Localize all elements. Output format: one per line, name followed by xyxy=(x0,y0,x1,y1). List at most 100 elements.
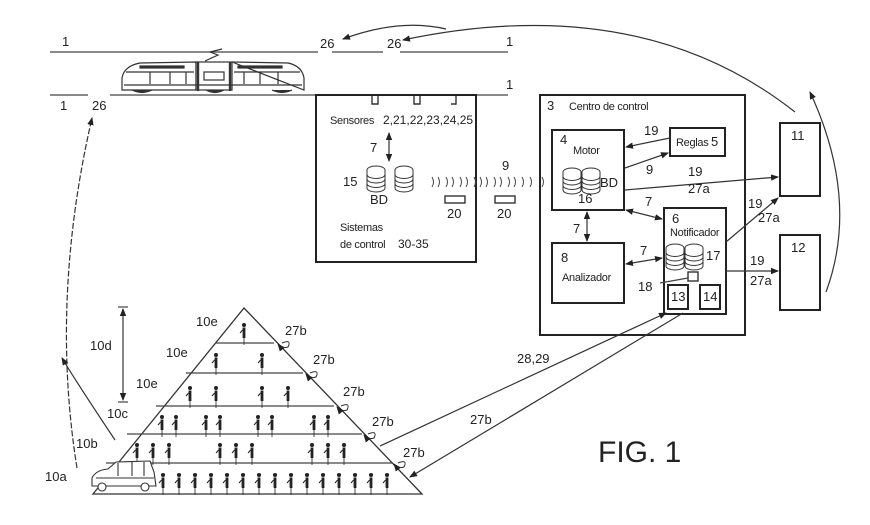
rail-label: 1 xyxy=(60,98,67,113)
notifier-sub-ref: 14 xyxy=(703,289,717,304)
notifier-sub-ref: 13 xyxy=(671,289,685,304)
person-icon xyxy=(283,385,291,409)
level-label: 10e xyxy=(196,314,218,329)
person-icon xyxy=(366,472,374,496)
systems-label-line1: Sistemas xyxy=(340,222,384,234)
rules-label: Reglas xyxy=(676,137,709,149)
train-icon xyxy=(121,48,305,94)
level-label: 10c xyxy=(107,406,128,421)
person-icon xyxy=(158,472,166,496)
person-icon xyxy=(323,442,331,466)
external-ref: 11 xyxy=(791,128,805,143)
sensors-refs: 2,21,22,23,24,25 xyxy=(383,113,473,127)
person-icon xyxy=(239,322,247,346)
figure-title: FIG. 1 xyxy=(598,436,681,469)
link-ref: 27a xyxy=(750,273,772,288)
link-ref: 27a xyxy=(688,181,710,196)
external-system-box xyxy=(779,234,821,311)
motor-ref: 4 xyxy=(560,132,567,147)
person-icon xyxy=(211,385,219,409)
person-icon xyxy=(339,442,347,466)
person-icon xyxy=(211,352,219,376)
track-point-label: 26 xyxy=(320,36,334,51)
level-label: 10e xyxy=(166,345,188,360)
level-label: 10e xyxy=(136,376,158,391)
motor-box xyxy=(551,129,625,211)
person-icon xyxy=(231,442,239,466)
feedback-ref: 27b xyxy=(285,323,307,338)
systems-refs: 30-35 xyxy=(398,237,429,251)
feedback-ref: 27b xyxy=(372,414,394,429)
control-center-ref: 3 xyxy=(547,98,554,113)
link-ref: 19 xyxy=(644,123,658,138)
notifier-sub-box xyxy=(667,284,689,310)
person-icon xyxy=(270,472,278,496)
tag-icon xyxy=(444,195,466,204)
person-icon xyxy=(190,472,198,496)
feedback-ref: 27b xyxy=(403,445,425,460)
notifier-db-ref: 17 xyxy=(706,248,720,263)
link-ref: 19 xyxy=(748,196,762,211)
person-icon xyxy=(350,472,358,496)
control-center-label: Centro de control xyxy=(569,101,648,113)
person-icon xyxy=(206,472,214,496)
feedback-arrow xyxy=(65,117,94,469)
uplink-ref: 28,29 xyxy=(517,351,550,366)
link-ref: 19 xyxy=(688,164,702,179)
database-icon xyxy=(684,243,704,271)
motor-db-label: BD xyxy=(600,175,618,190)
person-icon xyxy=(257,352,265,376)
person-icon xyxy=(254,472,262,496)
person-icon xyxy=(215,442,223,466)
population-pyramid: 10e 10e 10e 10c 10b 10a 10d 27b 27b 27b … xyxy=(45,306,425,496)
control-center-box: 3 Centro de control 4 Motor BD 16 Reglas… xyxy=(539,94,746,336)
feedback-arrow xyxy=(809,91,841,293)
sensors-label: Sensores xyxy=(330,115,375,127)
rail-label: 1 xyxy=(506,34,513,49)
person-icon xyxy=(164,442,172,466)
wireless-signal-icon xyxy=(431,176,544,188)
railway-track: 1 1 1 1 26 26 26 xyxy=(50,34,513,113)
notifier-sub-box xyxy=(699,284,721,310)
person-icon xyxy=(222,472,230,496)
tag-ref: 20 xyxy=(447,206,461,221)
feedback-ref: 27b xyxy=(343,384,365,399)
rail-label: 1 xyxy=(506,77,513,92)
person-icon xyxy=(302,472,310,496)
person-icon xyxy=(382,472,390,496)
track-point-label: 26 xyxy=(92,98,106,113)
downlink-arrow xyxy=(409,312,684,478)
car-icon xyxy=(91,460,157,492)
systems-label-line2: de control xyxy=(340,239,385,251)
database-icon xyxy=(366,165,386,193)
person-icon xyxy=(257,385,265,409)
person-icon xyxy=(185,385,193,409)
notifier-port-ref: 18 xyxy=(638,279,652,294)
motor-label: Motor xyxy=(573,145,600,157)
person-icon xyxy=(238,472,246,496)
sensor-link-ref: 7 xyxy=(370,140,377,155)
motor-db-ref: 16 xyxy=(578,191,592,206)
database-icon xyxy=(394,165,414,193)
sensor-db-ref: 15 xyxy=(343,174,357,189)
link-ref: 9 xyxy=(646,162,653,177)
notifier-box xyxy=(663,207,727,315)
feedback-arrow xyxy=(402,24,796,113)
analyzer-box xyxy=(551,242,625,304)
external-ref: 12 xyxy=(791,240,805,255)
rules-box xyxy=(669,127,726,157)
link-ref: 7 xyxy=(640,243,647,258)
person-icon xyxy=(318,472,326,496)
feedback-arrow xyxy=(342,24,447,40)
feedback-arrow xyxy=(61,357,116,441)
notifier-ref: 6 xyxy=(672,211,679,226)
person-icon xyxy=(286,472,294,496)
analyzer-label: Analizador xyxy=(562,272,612,284)
person-icon xyxy=(247,442,255,466)
tag-ref: 20 xyxy=(497,206,511,221)
notifier-label: Notificador xyxy=(670,227,720,239)
person-icon xyxy=(174,472,182,496)
track-point-label: 26 xyxy=(387,36,401,51)
tag-icon xyxy=(494,195,516,204)
